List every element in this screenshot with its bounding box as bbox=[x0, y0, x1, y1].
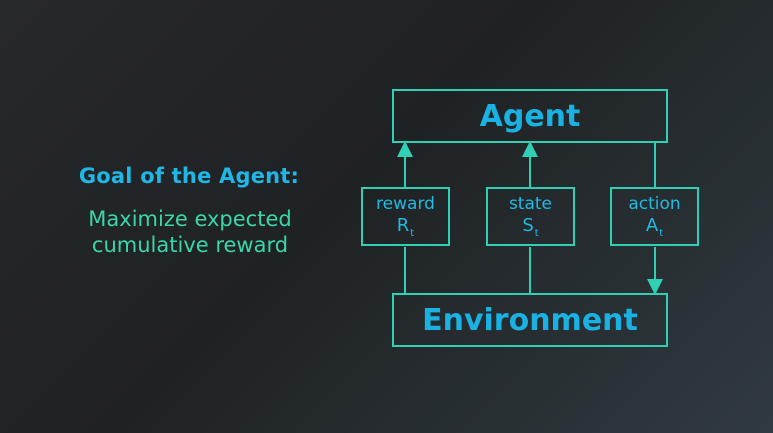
action-symbol: At bbox=[646, 215, 663, 240]
reward-box: reward Rt bbox=[361, 187, 450, 246]
goal-description-line-1: Maximize expected bbox=[88, 207, 292, 231]
goal-title: Goal of the Agent: bbox=[78, 164, 300, 188]
reward-subscript: t bbox=[410, 228, 415, 239]
state-subscript: t bbox=[534, 228, 539, 239]
action-symbol-letter: A bbox=[645, 215, 659, 236]
goal-description: Maximize expected cumulative reward bbox=[50, 206, 330, 258]
goal-description-line-2: cumulative reward bbox=[91, 233, 289, 257]
action-label: action bbox=[628, 194, 681, 214]
reward-symbol: Rt bbox=[397, 215, 414, 240]
state-symbol: St bbox=[522, 215, 538, 240]
environment-box: Environment bbox=[392, 293, 668, 347]
action-subscript: t bbox=[659, 228, 664, 239]
action-box: action At bbox=[610, 187, 699, 246]
reward-label: reward bbox=[376, 194, 435, 214]
agent-box: Agent bbox=[392, 89, 668, 143]
reward-symbol-letter: R bbox=[396, 215, 410, 236]
state-box: state St bbox=[486, 187, 575, 246]
state-label: state bbox=[508, 194, 553, 214]
state-symbol-letter: S bbox=[522, 215, 534, 236]
